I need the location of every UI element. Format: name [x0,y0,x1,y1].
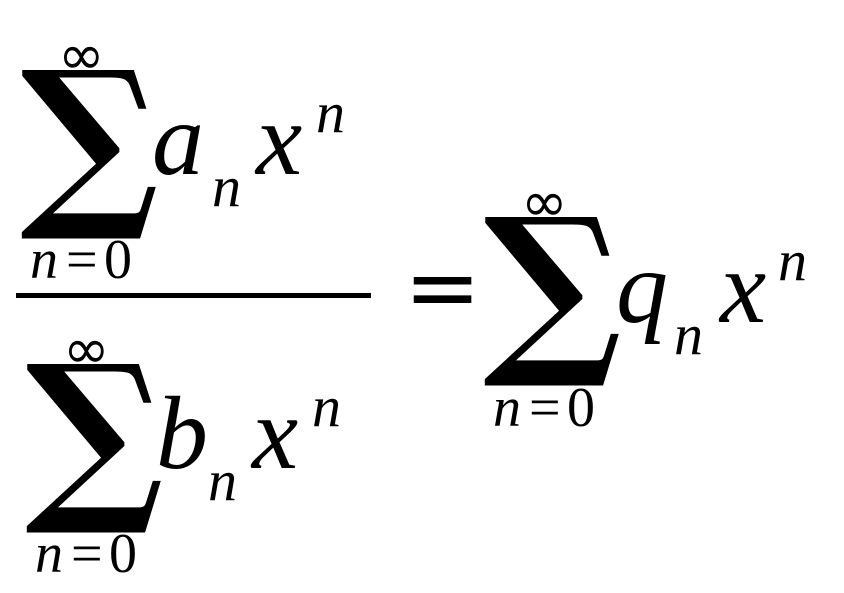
denominator-lower-limit-eq: = [71,523,103,585]
denominator-upper-limit: ∞ [63,317,110,382]
numerator-coefficient: a [152,82,204,197]
result-sum-sign: ∑ [483,176,623,394]
denominator-coefficient: b [156,376,208,491]
equals-sign: = [404,234,482,341]
denominator-sum-sign: ∑ [25,323,165,541]
denominator-coefficient-index: n [208,448,237,513]
numerator-lower-limit-eq: = [66,229,98,291]
numerator-upper-limit: ∞ [58,23,105,88]
result-lower-limit-eq: = [529,377,561,439]
denominator-exponent: n [312,374,341,439]
denominator-lower-limit-var: n [35,523,63,585]
result-lower-limit-var: n [493,377,521,439]
numerator-lower-limit-val: 0 [104,229,132,291]
result-variable: x [720,230,767,345]
fraction-bar [16,293,371,298]
numerator-variable: x [256,82,303,197]
numerator-exponent: n [316,80,345,145]
result-coefficient: q [616,230,668,345]
numerator-coefficient-index: n [212,154,241,219]
numerator-lower-limit-var: n [30,229,58,291]
numerator-sum-sign: ∑ [20,29,160,247]
result-coefficient-index: n [674,302,703,367]
result-upper-limit: ∞ [521,170,568,235]
denominator-lower-limit-val: 0 [109,523,137,585]
denominator-variable: x [252,376,299,491]
result-exponent: n [778,228,807,293]
result-lower-limit-val: 0 [567,377,595,439]
